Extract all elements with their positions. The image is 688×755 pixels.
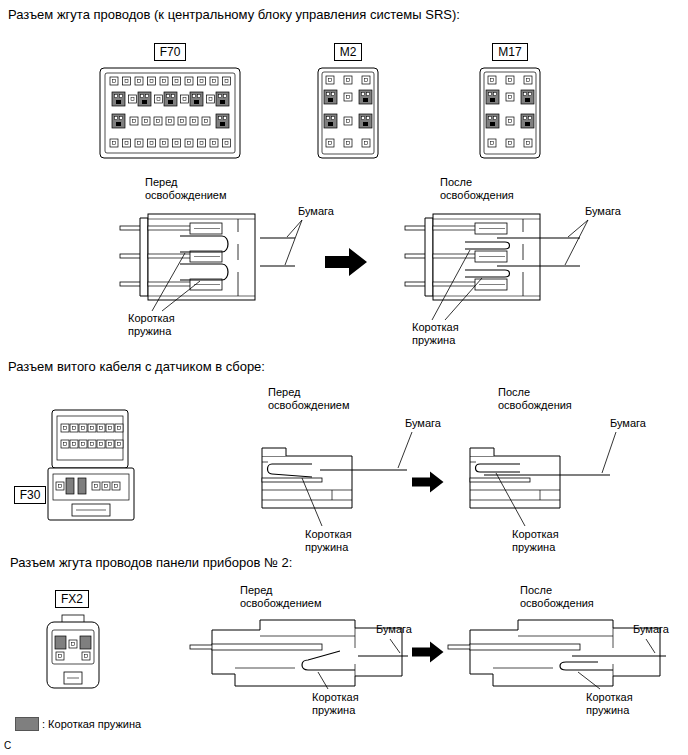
cross-section-before [262,448,407,508]
connector-code: F30 [20,488,41,502]
connector-face [480,68,540,158]
part-label: Короткая пружина [312,691,382,716]
part-label: Бумага [376,623,412,636]
connector-code-box: M17 [492,43,527,61]
cross-section-after [405,214,580,300]
state-caption: Перед освобождением [240,584,335,609]
cross-section-before [120,214,295,300]
state-caption: Перед освобождением [268,386,363,411]
part-label: Короткая пружина [128,312,198,337]
connector-face [100,68,240,158]
leader-lines [318,639,655,689]
part-label: Бумага [633,623,669,636]
leader-lines [302,432,616,526]
state-caption: После освобождения [498,386,593,411]
connector-code: FX2 [61,592,83,606]
corner-mark: C [4,740,11,752]
connector-face [47,615,99,688]
state-arrow [325,248,367,276]
part-label: Короткая пружина [412,321,482,346]
part-label: Короткая пружина [512,528,582,553]
part-label: Бумага [298,205,334,218]
legend-swatch [15,717,39,731]
part-label: Бумага [585,205,621,218]
connector-code-box: F30 [14,486,47,504]
legend-row: : Короткая пружина [15,717,141,731]
connector-code: M2 [340,45,357,59]
cross-section-before [190,620,408,686]
connector-face [318,68,378,158]
section-heading: Разъем жгута проводов панели приборов № … [10,556,292,571]
part-label: Короткая пружина [586,691,656,716]
state-caption: После освобождения [520,584,615,609]
leader-lines [152,220,588,320]
state-arrow [412,642,444,663]
part-label: Короткая пружина [305,528,375,553]
part-label: Бумага [405,417,441,430]
connector-code-box: M2 [334,43,363,61]
connector-face [48,410,134,520]
connector-code-box: FX2 [55,590,89,608]
section-heading: Разъем витого кабеля с датчиком в сборе: [8,360,265,375]
state-caption: После освобождения [440,176,535,201]
section-heading: Разъем жгута проводов (к центральному бл… [8,8,460,23]
connector-code: F70 [160,45,181,59]
cross-section-after [470,448,610,508]
state-arrow [412,472,444,493]
part-label: Бумага [610,417,646,430]
connector-code-box: F70 [154,43,187,61]
connector-code: M17 [498,45,521,59]
state-caption: Перед освобождением [145,176,240,201]
legend-text: : Короткая пружина [42,718,141,730]
